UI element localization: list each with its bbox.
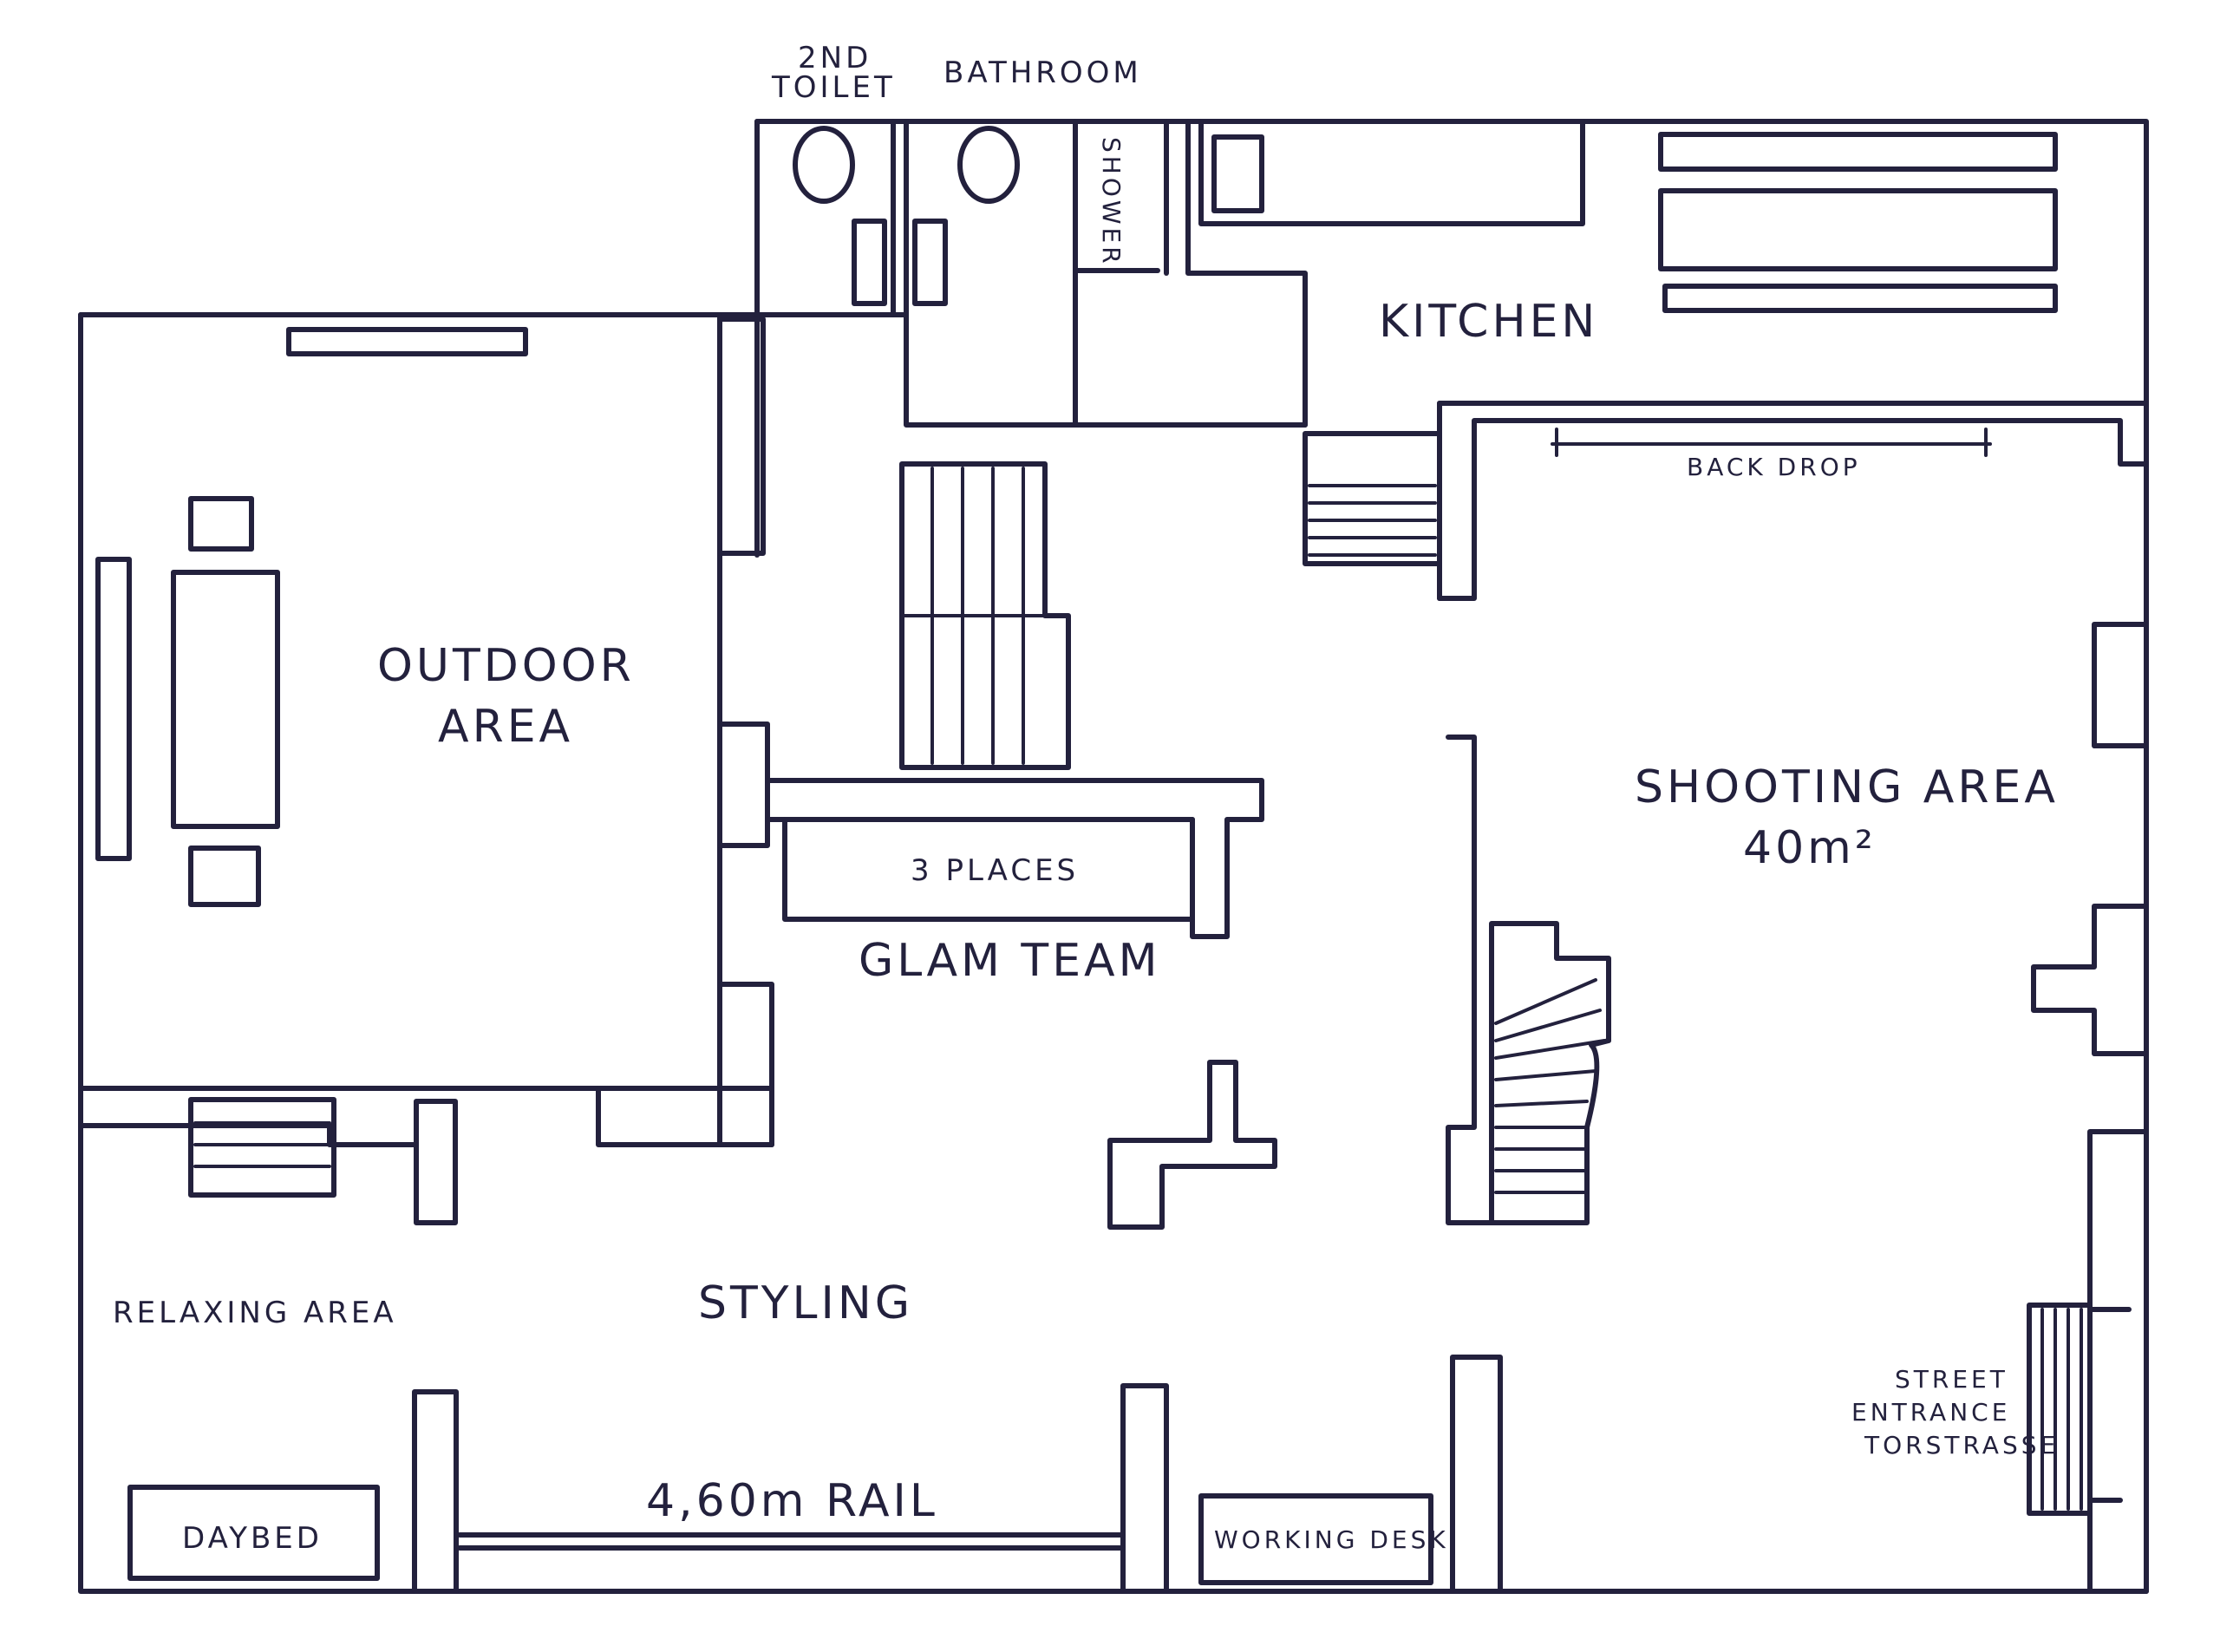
glam-team-area: 3 PLACES GLAM TEAM <box>765 778 1264 987</box>
shower-label: SHOWER <box>1097 137 1126 267</box>
shooting-area-label-2: 40m² <box>1743 822 1877 874</box>
back-drop-label: BACK DROP <box>1687 453 1861 481</box>
outdoor-area-label-1: OUTDOOR <box>377 640 635 692</box>
styling-label: STYLING <box>698 1277 913 1329</box>
kitchen-label: KITCHEN <box>1379 296 1598 348</box>
street-entrance-label-3: TORSTRASSE <box>1864 1431 2059 1459</box>
rail-label: 4,60m RAIL <box>646 1475 938 1527</box>
outdoor-area: OUTDOOR AREA <box>78 312 722 1091</box>
furniture: DAYBED 4,60m RAIL WORKING DESK <box>127 1475 1449 1585</box>
entrance-stairs <box>2027 1303 2132 1516</box>
toilet-icon <box>957 126 1020 204</box>
second-toilet-label-2: TOILET <box>771 70 896 105</box>
toilet-icon <box>793 126 855 204</box>
shooting-area-label-1: SHOOTING AREA <box>1635 761 2059 813</box>
three-places-label: 3 PLACES <box>911 853 1079 888</box>
street-entrance-label-2: ENTRANCE <box>1851 1398 2010 1427</box>
glam-team-label: GLAM TEAM <box>859 935 1160 987</box>
spiral-staircase <box>1446 735 1611 1225</box>
bathroom-label: BATHROOM <box>944 56 1142 90</box>
kitchen: KITCHEN <box>1198 119 2058 348</box>
kitchen-staircase <box>1303 431 1442 566</box>
shooting-area: BACK DROP SHOOTING AREA 40m² <box>1437 401 2149 1594</box>
central-staircase <box>899 461 1071 770</box>
interior-walls <box>78 317 1503 1594</box>
relaxing-stairs <box>188 1097 336 1198</box>
bathroom-block: 2ND TOILET BATHROOM SHOWER <box>754 41 1308 428</box>
styling-pillar <box>1107 1060 1277 1230</box>
outdoor-area-label-2: AREA <box>438 701 573 753</box>
second-toilet-label-1: 2ND <box>798 41 872 75</box>
working-desk-label: WORKING DESK <box>1214 1525 1449 1554</box>
street-entrance-label-1: STREET <box>1895 1365 2008 1394</box>
daybed-label: DAYBED <box>182 1521 323 1556</box>
relaxing-area-label: RELAXING AREA <box>113 1296 397 1330</box>
